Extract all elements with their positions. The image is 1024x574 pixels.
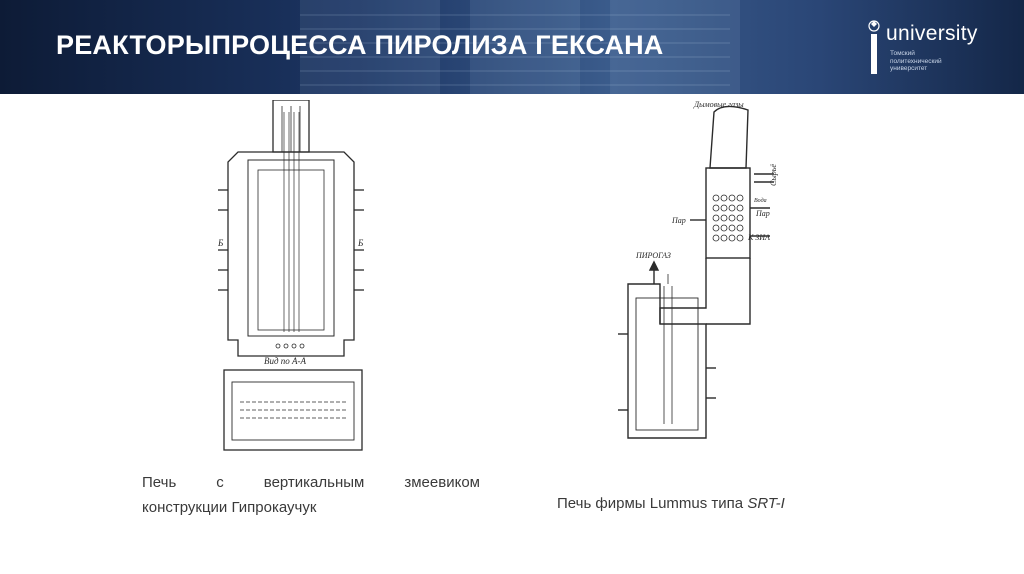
logo-mark-icon: [868, 20, 880, 74]
label-raw: Сырьё: [769, 164, 778, 186]
caption-left: Печь с вертикальным змеевиком конструкци…: [142, 470, 480, 520]
caption-word: Печь: [142, 474, 177, 491]
caption-left-line1: Печь с вертикальным змеевиком: [142, 470, 480, 495]
caption-right-prefix: Печь фирмы Lummus типа: [557, 495, 748, 512]
background-stripe: [300, 56, 730, 58]
slide-title: РЕАКТОРЫПРОЦЕССА ПИРОЛИЗА ГЕКСАНА: [56, 30, 664, 60]
label-to-zia: К ЗИА: [747, 233, 770, 242]
background-stripe: [300, 70, 730, 72]
label-steam-right: Пар: [755, 209, 770, 218]
logo-wordmark: university: [886, 22, 978, 45]
header-banner: РЕАКТОРЫПРОЦЕССА ПИРОЛИЗА ГЕКСАНА univer…: [0, 0, 1024, 94]
background-stripe: [300, 28, 730, 30]
figure-lummus-srt-furnace: Дымовые газы Сырьё Вода Пар Пар К ЗИА ПИ…: [618, 100, 778, 439]
label-steam-left: Пар: [671, 216, 686, 225]
caption-right-model: SRT-I: [747, 495, 785, 512]
label-flue-gas: Дымовые газы: [693, 100, 744, 109]
caption-word: с: [216, 474, 224, 491]
section-mark-right: Б: [357, 238, 364, 248]
figure-vertical-coil-furnace: Вид по А-А Б Б: [218, 100, 364, 451]
background-stripe: [300, 42, 730, 44]
background-building: [470, 0, 580, 94]
label-water: Вода: [754, 197, 767, 204]
caption-word: змеевиком: [404, 474, 480, 491]
logo-subtitle: Томский политехнический университет: [890, 50, 942, 73]
section-mark-left: Б: [218, 238, 224, 248]
background-stripe: [300, 14, 730, 16]
university-logo: university Томский политехнический униве…: [868, 18, 988, 78]
label-pyrogas: ПИРОГАЗ: [635, 251, 671, 260]
caption-left-line2: конструкции Гипрокаучук: [142, 499, 317, 516]
caption-word: вертикальным: [263, 474, 365, 491]
logo-subtitle-line: университет: [890, 65, 928, 72]
caption-right: Печь фирмы Lummus типа SRT-I: [557, 491, 785, 516]
section-label: Вид по А-А: [264, 356, 307, 366]
background-building: [300, 0, 440, 94]
background-stripe: [300, 84, 730, 86]
background-building: [610, 0, 740, 94]
logo-subtitle-line: Томский: [890, 50, 915, 57]
logo-subtitle-line: политехнический: [890, 57, 942, 65]
